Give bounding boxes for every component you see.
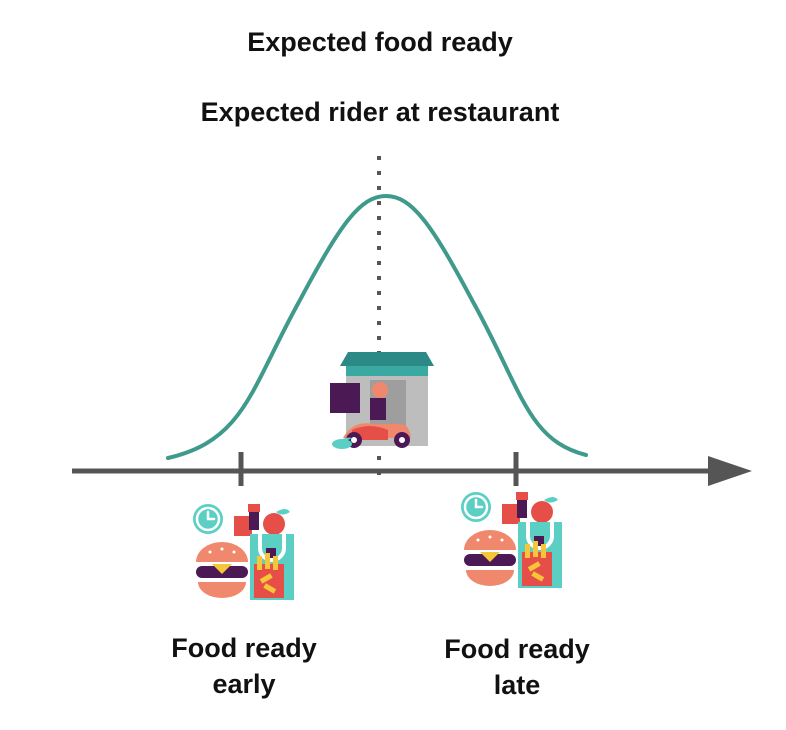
food-ready-early-line2: early [212, 669, 276, 699]
time-axis-arrowhead [708, 456, 752, 486]
food-ready-late-label: Food ready late [417, 631, 617, 703]
food-order-late-icon [459, 490, 564, 590]
distribution-curve [166, 193, 588, 460]
delivery-rider-at-restaurant-icon [330, 352, 434, 449]
food-ready-late-line1: Food ready [444, 634, 590, 664]
food-ready-early-label: Food ready early [144, 630, 344, 702]
food-order-early-icon [191, 502, 296, 602]
food-ready-late-line2: late [493, 670, 541, 700]
expected-food-ready-title: Expected food ready [247, 27, 513, 57]
food-ready-early-line1: Food ready [171, 633, 317, 663]
expected-rider-title: Expected rider at restaurant [200, 97, 560, 127]
